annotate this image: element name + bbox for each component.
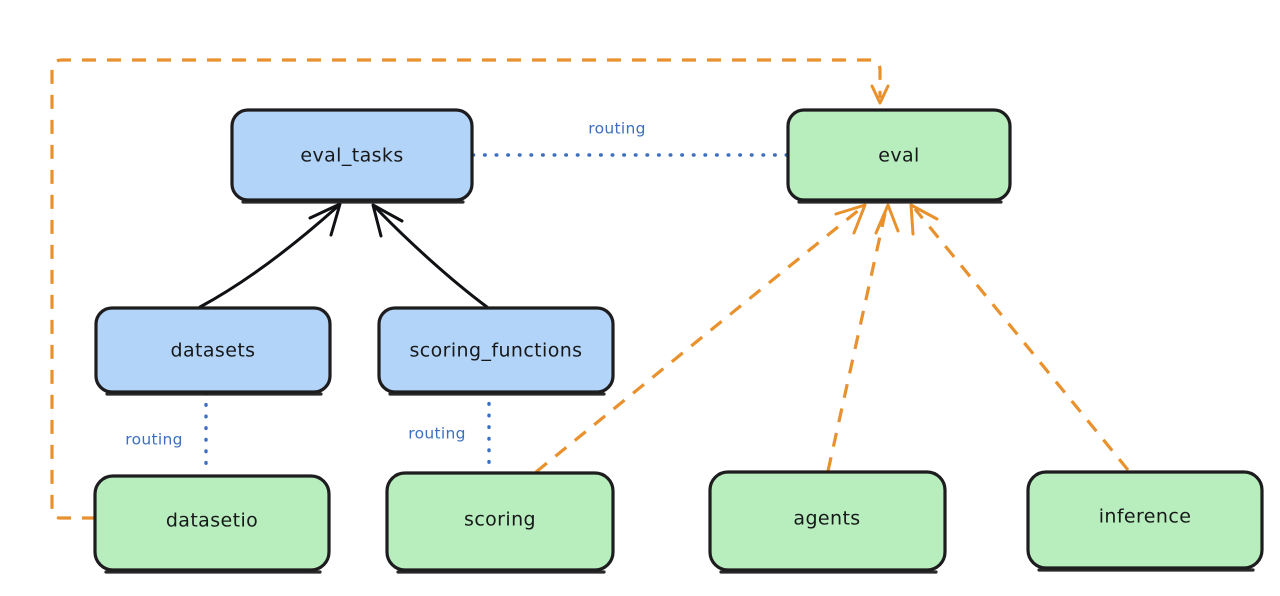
edge-datasets-eval_tasks [198, 202, 342, 309]
node-datasetio-shape[interactable] [93, 474, 331, 572]
node-eval-shape[interactable] [786, 108, 1012, 202]
node-datasets[interactable]: datasets [94, 306, 332, 396]
node-agents-shape[interactable] [708, 470, 947, 572]
node-eval_tasks-label: eval_tasks [300, 145, 403, 167]
node-inference-label: inference [1099, 506, 1192, 528]
node-eval_tasks-shape[interactable] [230, 108, 474, 202]
edge-scoring-eval [534, 203, 867, 474]
node-scoring[interactable]: scoring [385, 471, 615, 574]
node-scoring_functions-label: scoring_functions [410, 340, 583, 362]
node-datasets-label: datasets [171, 340, 256, 362]
node-inference[interactable]: inference [1026, 470, 1264, 572]
edge-datasets-datasetio: routing [125, 391, 208, 476]
edge-label-routing-eval: routing [588, 120, 646, 138]
edge-datasetio-eval [50, 58, 890, 520]
node-scoring_functions[interactable]: scoring_functions [377, 306, 615, 396]
node-datasetio[interactable]: datasetio [93, 474, 331, 574]
node-agents[interactable]: agents [708, 470, 947, 574]
node-inference-shape[interactable] [1026, 470, 1264, 570]
node-eval-label: eval [878, 145, 919, 167]
node-scoring-label: scoring [464, 509, 536, 531]
edges-layer: routing routing routing [50, 58, 1130, 520]
edge-agents-eval [826, 203, 900, 472]
node-datasets-shape[interactable] [94, 306, 332, 394]
edge-inference-eval [909, 203, 1130, 472]
edge-eval_tasks-eval: routing [471, 120, 789, 157]
edge-label-routing-scoring: routing [408, 425, 466, 443]
node-datasetio-label: datasetio [166, 510, 258, 532]
nodes-layer: eval_tasks eval datasets scoring_functio… [93, 108, 1264, 574]
node-scoring-shape[interactable] [385, 471, 615, 572]
node-eval[interactable]: eval [786, 108, 1012, 204]
edge-label-routing-datasetio: routing [125, 431, 183, 449]
edge-scoring_functions-scoring: routing [408, 390, 491, 474]
node-scoring_functions-shape[interactable] [377, 306, 615, 394]
node-eval_tasks[interactable]: eval_tasks [230, 108, 474, 204]
edge-scoring_functions-eval_tasks [371, 203, 489, 309]
node-agents-label: agents [793, 508, 860, 530]
